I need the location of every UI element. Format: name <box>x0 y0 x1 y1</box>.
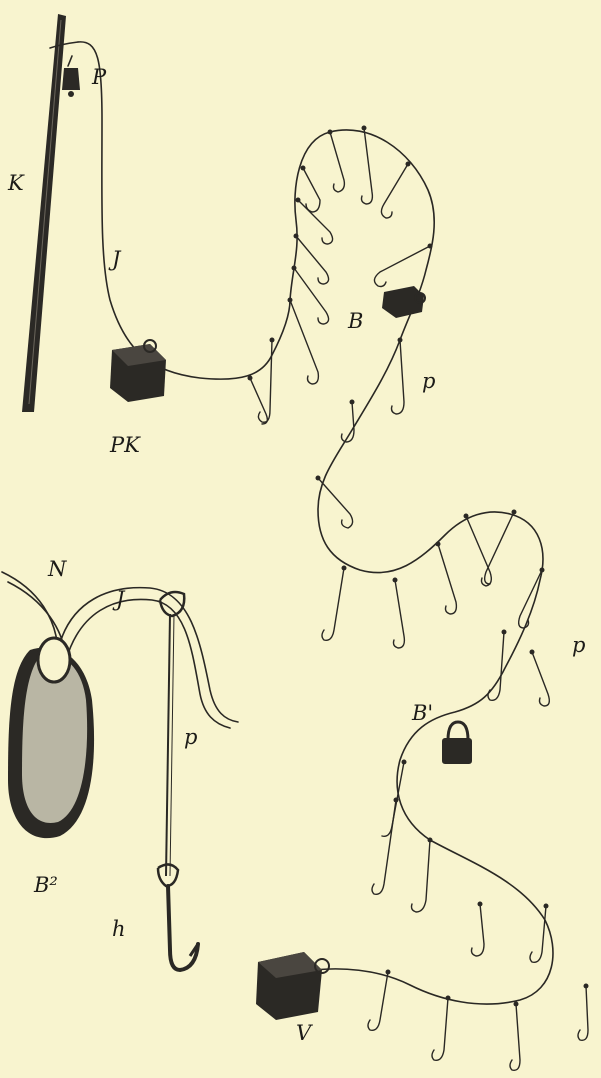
hook-icon <box>248 376 268 425</box>
label-p-bell: P <box>91 65 107 89</box>
weight-b <box>382 286 425 318</box>
hook-icon <box>381 162 410 219</box>
hook-icon <box>296 198 333 245</box>
main-line-j <box>78 42 290 379</box>
hook-icon <box>368 970 391 1031</box>
weight-pk <box>110 340 166 402</box>
hook-icon <box>432 996 451 1061</box>
label-n-line: N <box>47 557 67 581</box>
hook-icon <box>322 566 347 641</box>
hook-icon <box>328 130 345 193</box>
weight-v <box>256 952 329 1020</box>
label-p-detail: p <box>184 725 197 749</box>
detail-inset <box>2 572 238 970</box>
hooks-group <box>248 126 589 1071</box>
label-h-hook: h <box>112 917 126 941</box>
label-p-snood-right: p <box>572 633 585 657</box>
bell-icon <box>62 56 80 97</box>
hook-icon <box>436 542 457 615</box>
label-pk-weight: PK <box>109 433 141 457</box>
hook-icon <box>510 1002 520 1071</box>
hook-icon <box>393 578 405 649</box>
hook-icon <box>578 984 589 1041</box>
label-v-weight: V <box>296 1021 313 1045</box>
hook-icon <box>292 266 329 325</box>
hook-icon <box>382 760 407 837</box>
hook-icon <box>288 298 319 385</box>
hook-icon <box>412 838 433 913</box>
hook-icon <box>316 476 353 529</box>
trot-line <box>290 130 553 1004</box>
fishhook-h-icon <box>168 886 198 970</box>
label-b-prime-weight: B' <box>411 701 433 725</box>
hook-icon <box>362 126 373 205</box>
hook-icon <box>258 338 274 423</box>
label-k-stake: K <box>7 171 25 195</box>
label-p-snood-upper: p <box>422 369 435 393</box>
hook-icon <box>392 338 405 415</box>
weight-b-prime <box>442 722 472 764</box>
hook-icon <box>485 510 517 585</box>
hook-icon <box>472 902 485 957</box>
label-j-line: J <box>108 247 122 271</box>
hook-icon <box>372 798 399 895</box>
label-b-weight: B <box>347 309 363 333</box>
hook-icon <box>464 514 492 587</box>
label-b2-weight: B² <box>33 873 58 897</box>
hook-icon <box>530 650 550 707</box>
weight-b2 <box>8 638 94 838</box>
